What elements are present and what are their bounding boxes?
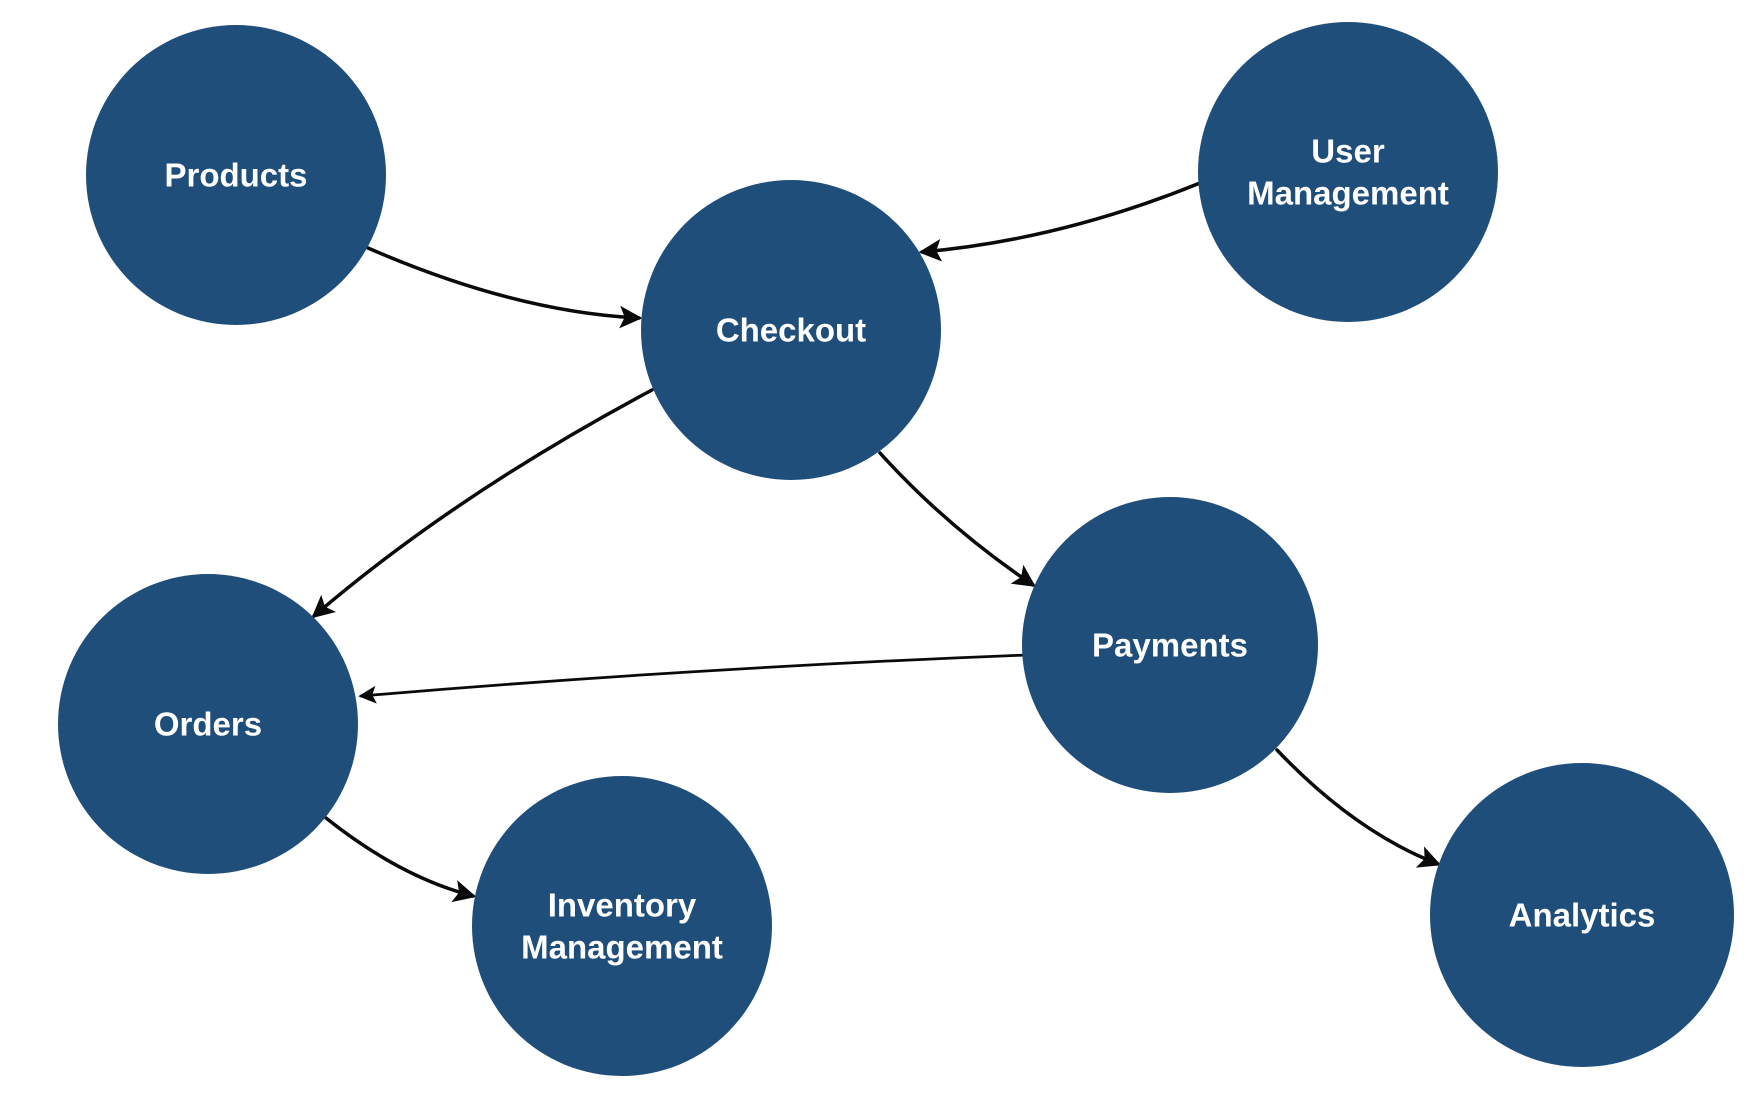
node-checkout-circle — [641, 180, 941, 480]
node-payments: Payments — [1022, 497, 1318, 793]
edge-products-to-checkout — [366, 246, 643, 329]
node-analytics-circle — [1430, 763, 1734, 1067]
node-checkout: Checkout — [641, 180, 941, 480]
node-orders: Orders — [58, 574, 358, 874]
node-products-label: Products — [164, 157, 307, 194]
node-products: Products — [86, 25, 386, 325]
node-inventory-management-circle — [472, 776, 772, 1076]
node-user-management-circle — [1198, 22, 1498, 322]
node-analytics: Analytics — [1430, 763, 1734, 1067]
edge-user-management-to-checkout — [918, 181, 1202, 262]
node-payments-circle — [1022, 497, 1318, 793]
node-checkout-label: Checkout — [716, 312, 866, 349]
node-analytics-label: Analytics — [1509, 897, 1656, 934]
edge-payments-to-analytics — [1275, 748, 1442, 868]
node-payments-label: Payments — [1092, 627, 1248, 664]
edge-checkout-to-payments — [878, 451, 1036, 587]
edge-checkout-to-orders — [311, 388, 654, 619]
edge-payments-to-orders — [358, 653, 1028, 704]
edge-orders-to-inventory-management — [324, 816, 477, 903]
node-products-circle — [86, 25, 386, 325]
node-orders-circle — [58, 574, 358, 874]
node-orders-label: Orders — [154, 706, 262, 743]
